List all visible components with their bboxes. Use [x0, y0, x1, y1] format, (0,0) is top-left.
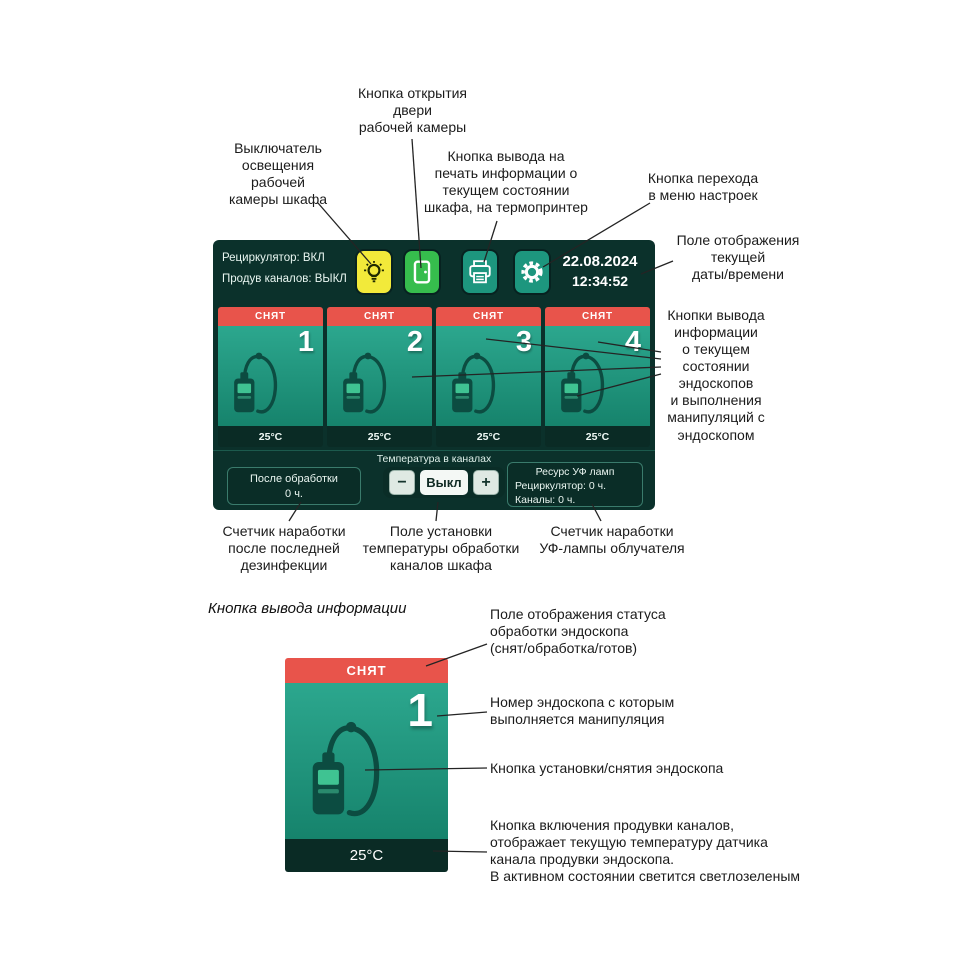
device-screen: Рециркулятор: ВКЛ Продув каналов: ВЫКЛ [213, 240, 655, 510]
lamp-button[interactable] [355, 249, 393, 295]
endoscope-panel[interactable]: СНЯТ 4 25°C [545, 307, 650, 447]
endoscope-panel[interactable]: СНЯТ 1 25°C [218, 307, 323, 447]
temperature-plus-button[interactable]: + [473, 470, 499, 495]
annotation-temp-field: Поле установки температуры обработки кан… [362, 523, 520, 574]
annotation-detail-number: Номер эндоскопа с которым выполняется ма… [490, 694, 675, 728]
datetime-display: 22.08.2024 12:34:52 [550, 253, 650, 289]
system-status: Рециркулятор: ВКЛ Продув каналов: ВЫКЛ [222, 252, 347, 294]
door-icon [413, 260, 431, 284]
channels-row: СНЯТ 1 25°C СНЯТ 2 25°C СНЯТ 3 [213, 304, 655, 450]
annotation-detail-install: Кнопка установки/снятия эндоскопа [490, 760, 724, 776]
endoscope-number: 1 [407, 684, 433, 736]
endoscope-icon [450, 350, 496, 414]
annotation-settings-button: Кнопка перехода в меню настроек [647, 170, 759, 204]
annotation-endoscope-panels: Кнопки вывода информации о текущем состо… [667, 307, 765, 443]
temperature-minus-button[interactable]: − [389, 470, 415, 495]
channel-blow-status: Продув каналов: ВЫКЛ [222, 273, 347, 285]
endoscope-icon [559, 350, 605, 414]
channel-blow-button[interactable]: 25°C [436, 426, 541, 447]
print-button[interactable] [461, 249, 499, 295]
uv-resource-counter: Ресурс УФ ламп Рециркулятор: 0 ч. Каналы… [507, 462, 643, 507]
annotation-uv-counter: Счетчик наработки УФ-лампы облучателя [539, 523, 685, 557]
temperature-setter: − Выкл + [383, 467, 505, 498]
uv-resource-title: Ресурс УФ ламп [535, 466, 615, 478]
endoscope-number: 3 [515, 326, 532, 358]
annotation-door-button: Кнопка открытия двери рабочей камеры [357, 85, 468, 136]
uv-recirculator-hours: Рециркулятор: 0 ч. [515, 479, 606, 492]
endoscope-icon [232, 350, 278, 414]
bottom-bar: Температура в каналах После обработки 0 … [213, 450, 655, 510]
endoscope-panel-detail[interactable]: СНЯТ 1 25°C [285, 658, 448, 872]
channel-blow-button[interactable]: 25°C [545, 426, 650, 447]
after-treatment-counter: После обработки 0 ч. [227, 467, 361, 505]
gear-icon [521, 261, 543, 283]
status-badge: СНЯТ [545, 307, 650, 326]
bulb-icon [364, 260, 384, 283]
endoscope-install-button[interactable]: 1 [285, 683, 448, 839]
top-bar: Рециркулятор: ВКЛ Продув каналов: ВЫКЛ [213, 240, 655, 304]
annotation-detail-blow: Кнопка включения продувки каналов, отобр… [490, 817, 801, 885]
recirculator-status: Рециркулятор: ВКЛ [222, 252, 325, 264]
annotation-print-button: Кнопка вывода на печать информации о тек… [424, 148, 588, 216]
printer-icon [469, 260, 491, 284]
endoscope-number: 4 [624, 326, 641, 358]
endoscope-install-button[interactable]: 3 [436, 326, 541, 426]
annotation-detail-status: Поле отображения статуса обработки эндос… [490, 606, 666, 657]
annotation-after-counter: Счетчик наработки после последней дезинф… [222, 523, 346, 574]
channel-blow-button[interactable]: 25°C [218, 426, 323, 447]
annotation-datetime-field: Поле отображения текущей даты/времени [676, 232, 800, 283]
endoscope-install-button[interactable]: 2 [327, 326, 432, 426]
channels-temperature-label: Температура в каналах [376, 453, 492, 465]
endoscope-number: 1 [297, 326, 314, 358]
status-badge: СНЯТ [436, 307, 541, 326]
status-badge: СНЯТ [285, 658, 448, 683]
endoscope-icon [341, 350, 387, 414]
uv-channels-hours: Каналы: 0 ч. [515, 493, 576, 506]
endoscope-number: 2 [406, 326, 423, 358]
endoscope-icon [297, 707, 393, 831]
settings-button[interactable] [513, 249, 551, 295]
temperature-value-field[interactable]: Выкл [420, 470, 468, 495]
door-button[interactable] [403, 249, 441, 295]
detail-section-heading: Кнопка вывода информации [208, 600, 407, 617]
endoscope-install-button[interactable]: 4 [545, 326, 650, 426]
after-treatment-label: После обработки [250, 473, 338, 485]
channel-blow-button[interactable]: 25°C [327, 426, 432, 447]
channel-blow-button[interactable]: 25°C [285, 839, 448, 872]
time-display: 12:34:52 [571, 273, 629, 289]
status-badge: СНЯТ [218, 307, 323, 326]
endoscope-panel[interactable]: СНЯТ 2 25°C [327, 307, 432, 447]
status-badge: СНЯТ [327, 307, 432, 326]
after-treatment-hours: 0 ч. [285, 487, 303, 500]
date-display: 22.08.2024 [562, 253, 638, 270]
annotation-lamp-switch: Выключатель освещения рабочей камеры шка… [228, 140, 328, 208]
endoscope-panel[interactable]: СНЯТ 3 25°C [436, 307, 541, 447]
endoscope-install-button[interactable]: 1 [218, 326, 323, 426]
